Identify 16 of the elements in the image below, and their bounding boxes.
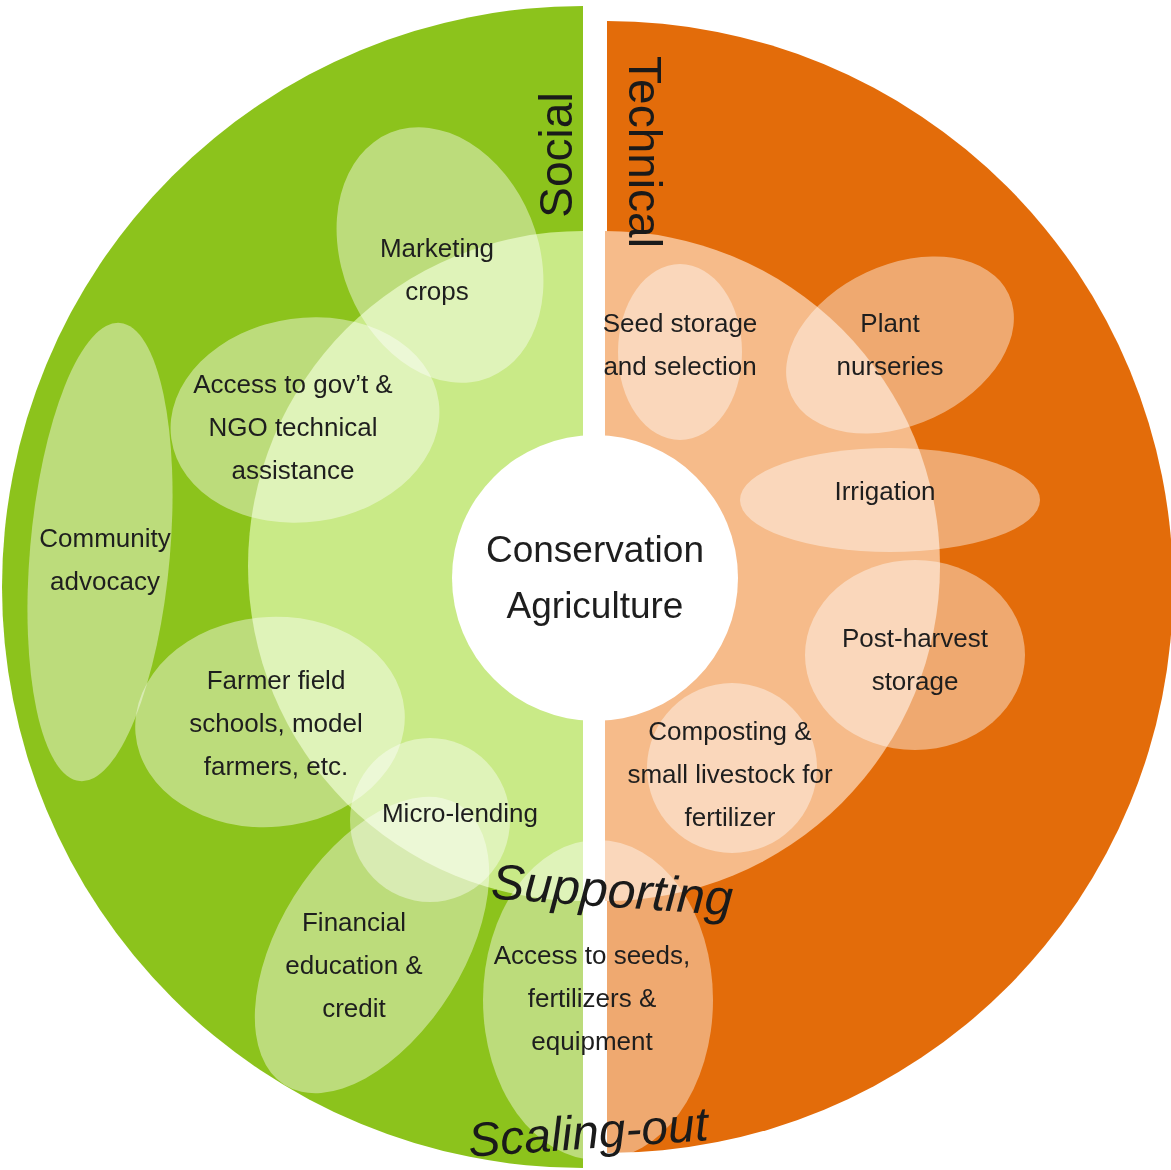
bubble-label: Farmer field schools, model farmers, etc.: [188, 663, 364, 783]
bubble-label: Access to gov’t & NGO technical assistance: [192, 367, 394, 487]
bubble-label: Financial education & credit: [284, 905, 424, 1025]
bubble-label: Irrigation: [833, 474, 937, 508]
bubble-label: Marketing crops: [378, 232, 496, 308]
bubble-label: Seed storage and selection: [601, 307, 759, 383]
section-label: Scaling-out: [466, 1096, 710, 1168]
bubble-label: Community advocacy: [38, 522, 172, 598]
bubble-label: Post-harvest storage: [841, 622, 989, 698]
center-title: Conservation Agriculture: [485, 528, 705, 628]
section-label: Technical: [618, 56, 672, 248]
section-label: Supporting: [489, 852, 735, 928]
bubble-label: Composting & small livestock for fertilizer: [626, 714, 834, 834]
section-label: Social: [529, 92, 583, 218]
bubble-label: Plant nurseries: [835, 307, 945, 383]
bubble-label: Micro-lending: [380, 796, 540, 830]
